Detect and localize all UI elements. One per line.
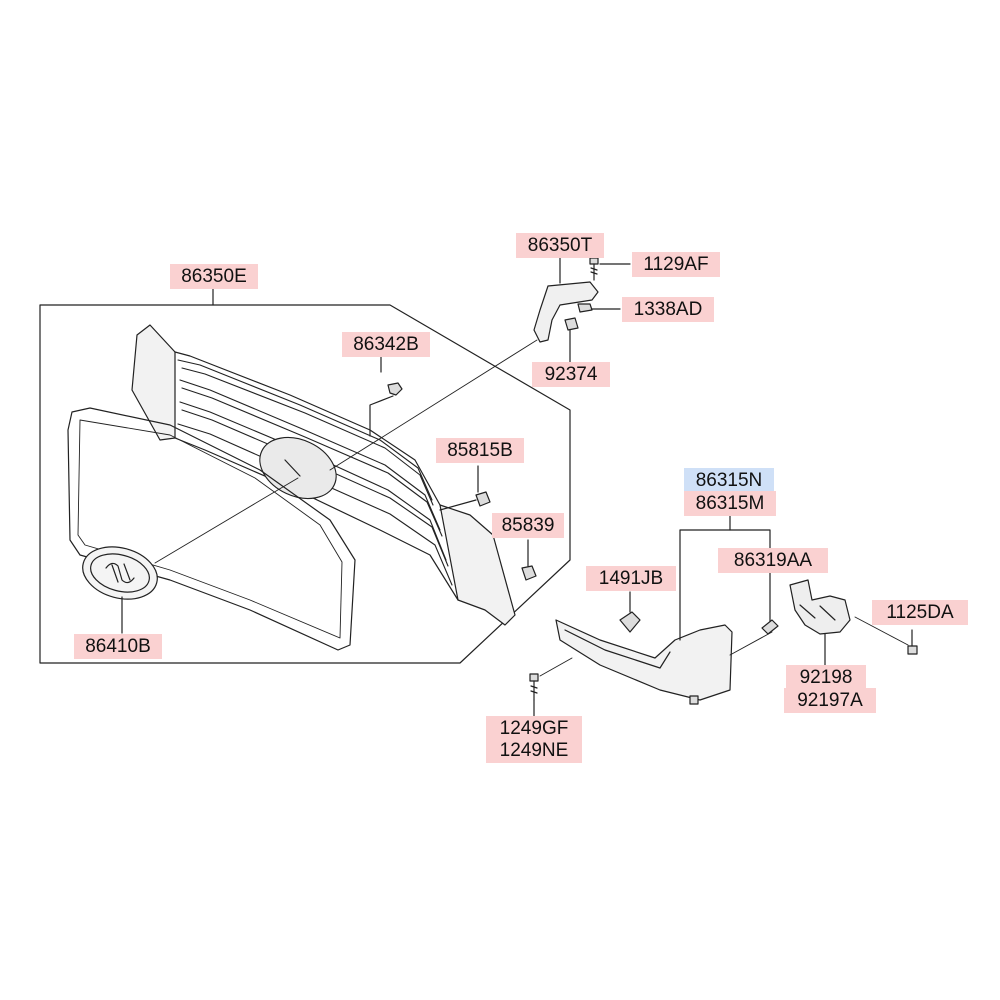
clip-86342B-drawing [387, 382, 403, 396]
label-1249NE: 1249NE [486, 738, 582, 763]
label-1491JB: 1491JB [586, 566, 676, 591]
radiator-grille-drawing [131, 324, 516, 626]
screw-1125DA-drawing [854, 616, 918, 655]
grille-slats [177, 359, 453, 586]
label-86410B: 86410B [74, 634, 162, 659]
label-86350T: 86350T [516, 233, 604, 258]
screw-1249-drawing [529, 673, 539, 701]
side-bracket-drawing [789, 579, 851, 635]
label-1338AD: 1338AD [622, 297, 714, 322]
label-92198: 92198 [786, 665, 866, 690]
label-1249GF: 1249GF [486, 716, 582, 741]
grille-cover-panel [67, 407, 356, 651]
label-92197A: 92197A [784, 688, 876, 713]
label-86350E: 86350E [170, 264, 258, 289]
label-86315M: 86315M [684, 491, 776, 516]
assembly-boundary [39, 304, 571, 664]
label-1129AF: 1129AF [632, 252, 720, 277]
label-85839: 85839 [492, 513, 564, 538]
screw-1129AF-drawing [589, 257, 599, 281]
label-85815B: 85815B [436, 438, 524, 463]
lower-garnish-drawing [555, 619, 733, 701]
label-92374: 92374 [532, 362, 610, 387]
label-86315N: 86315N [684, 468, 774, 493]
bracket-86350T-drawing [533, 281, 599, 343]
emblem-drawing [82, 546, 158, 600]
clip-1491JB-drawing [619, 611, 641, 633]
label-86319AA: 86319AA [718, 548, 828, 573]
label-1125DA: 1125DA [872, 600, 968, 625]
clip-85839-drawing [521, 565, 537, 581]
clip-85815B-drawing [475, 491, 491, 507]
label-86342B: 86342B [342, 332, 430, 357]
